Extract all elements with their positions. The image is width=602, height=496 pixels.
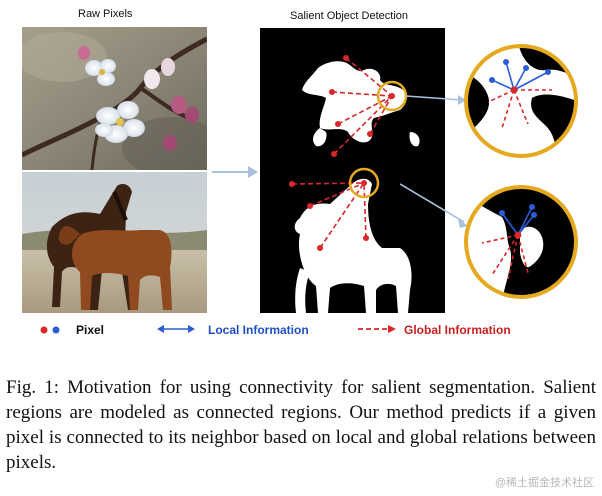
dashed-arrow-icon — [358, 325, 396, 333]
zoom-horse-detail — [462, 183, 580, 301]
pixel-dots-icon — [40, 326, 60, 334]
double-arrow-icon — [157, 325, 195, 333]
arrow-right-icon — [212, 166, 258, 178]
horses-photo — [22, 172, 207, 313]
blossom-photo — [22, 27, 207, 170]
saliency-mask-panel — [260, 28, 445, 313]
legend-local-label: Local Information — [208, 323, 309, 337]
legend-global-label: Global Information — [404, 323, 511, 337]
legend-pixel-label: Pixel — [76, 323, 105, 337]
zoom-blossom-detail — [462, 42, 580, 160]
raw-pixels-title: Raw Pixels — [78, 8, 133, 20]
salient-detection-title: Salient Object Detection — [290, 10, 409, 22]
figure-caption: Fig. 1: Motivation for using connectivit… — [6, 377, 596, 473]
zoom-connectors — [400, 95, 468, 228]
watermark: @稀土掘金技术社区 — [494, 477, 594, 489]
